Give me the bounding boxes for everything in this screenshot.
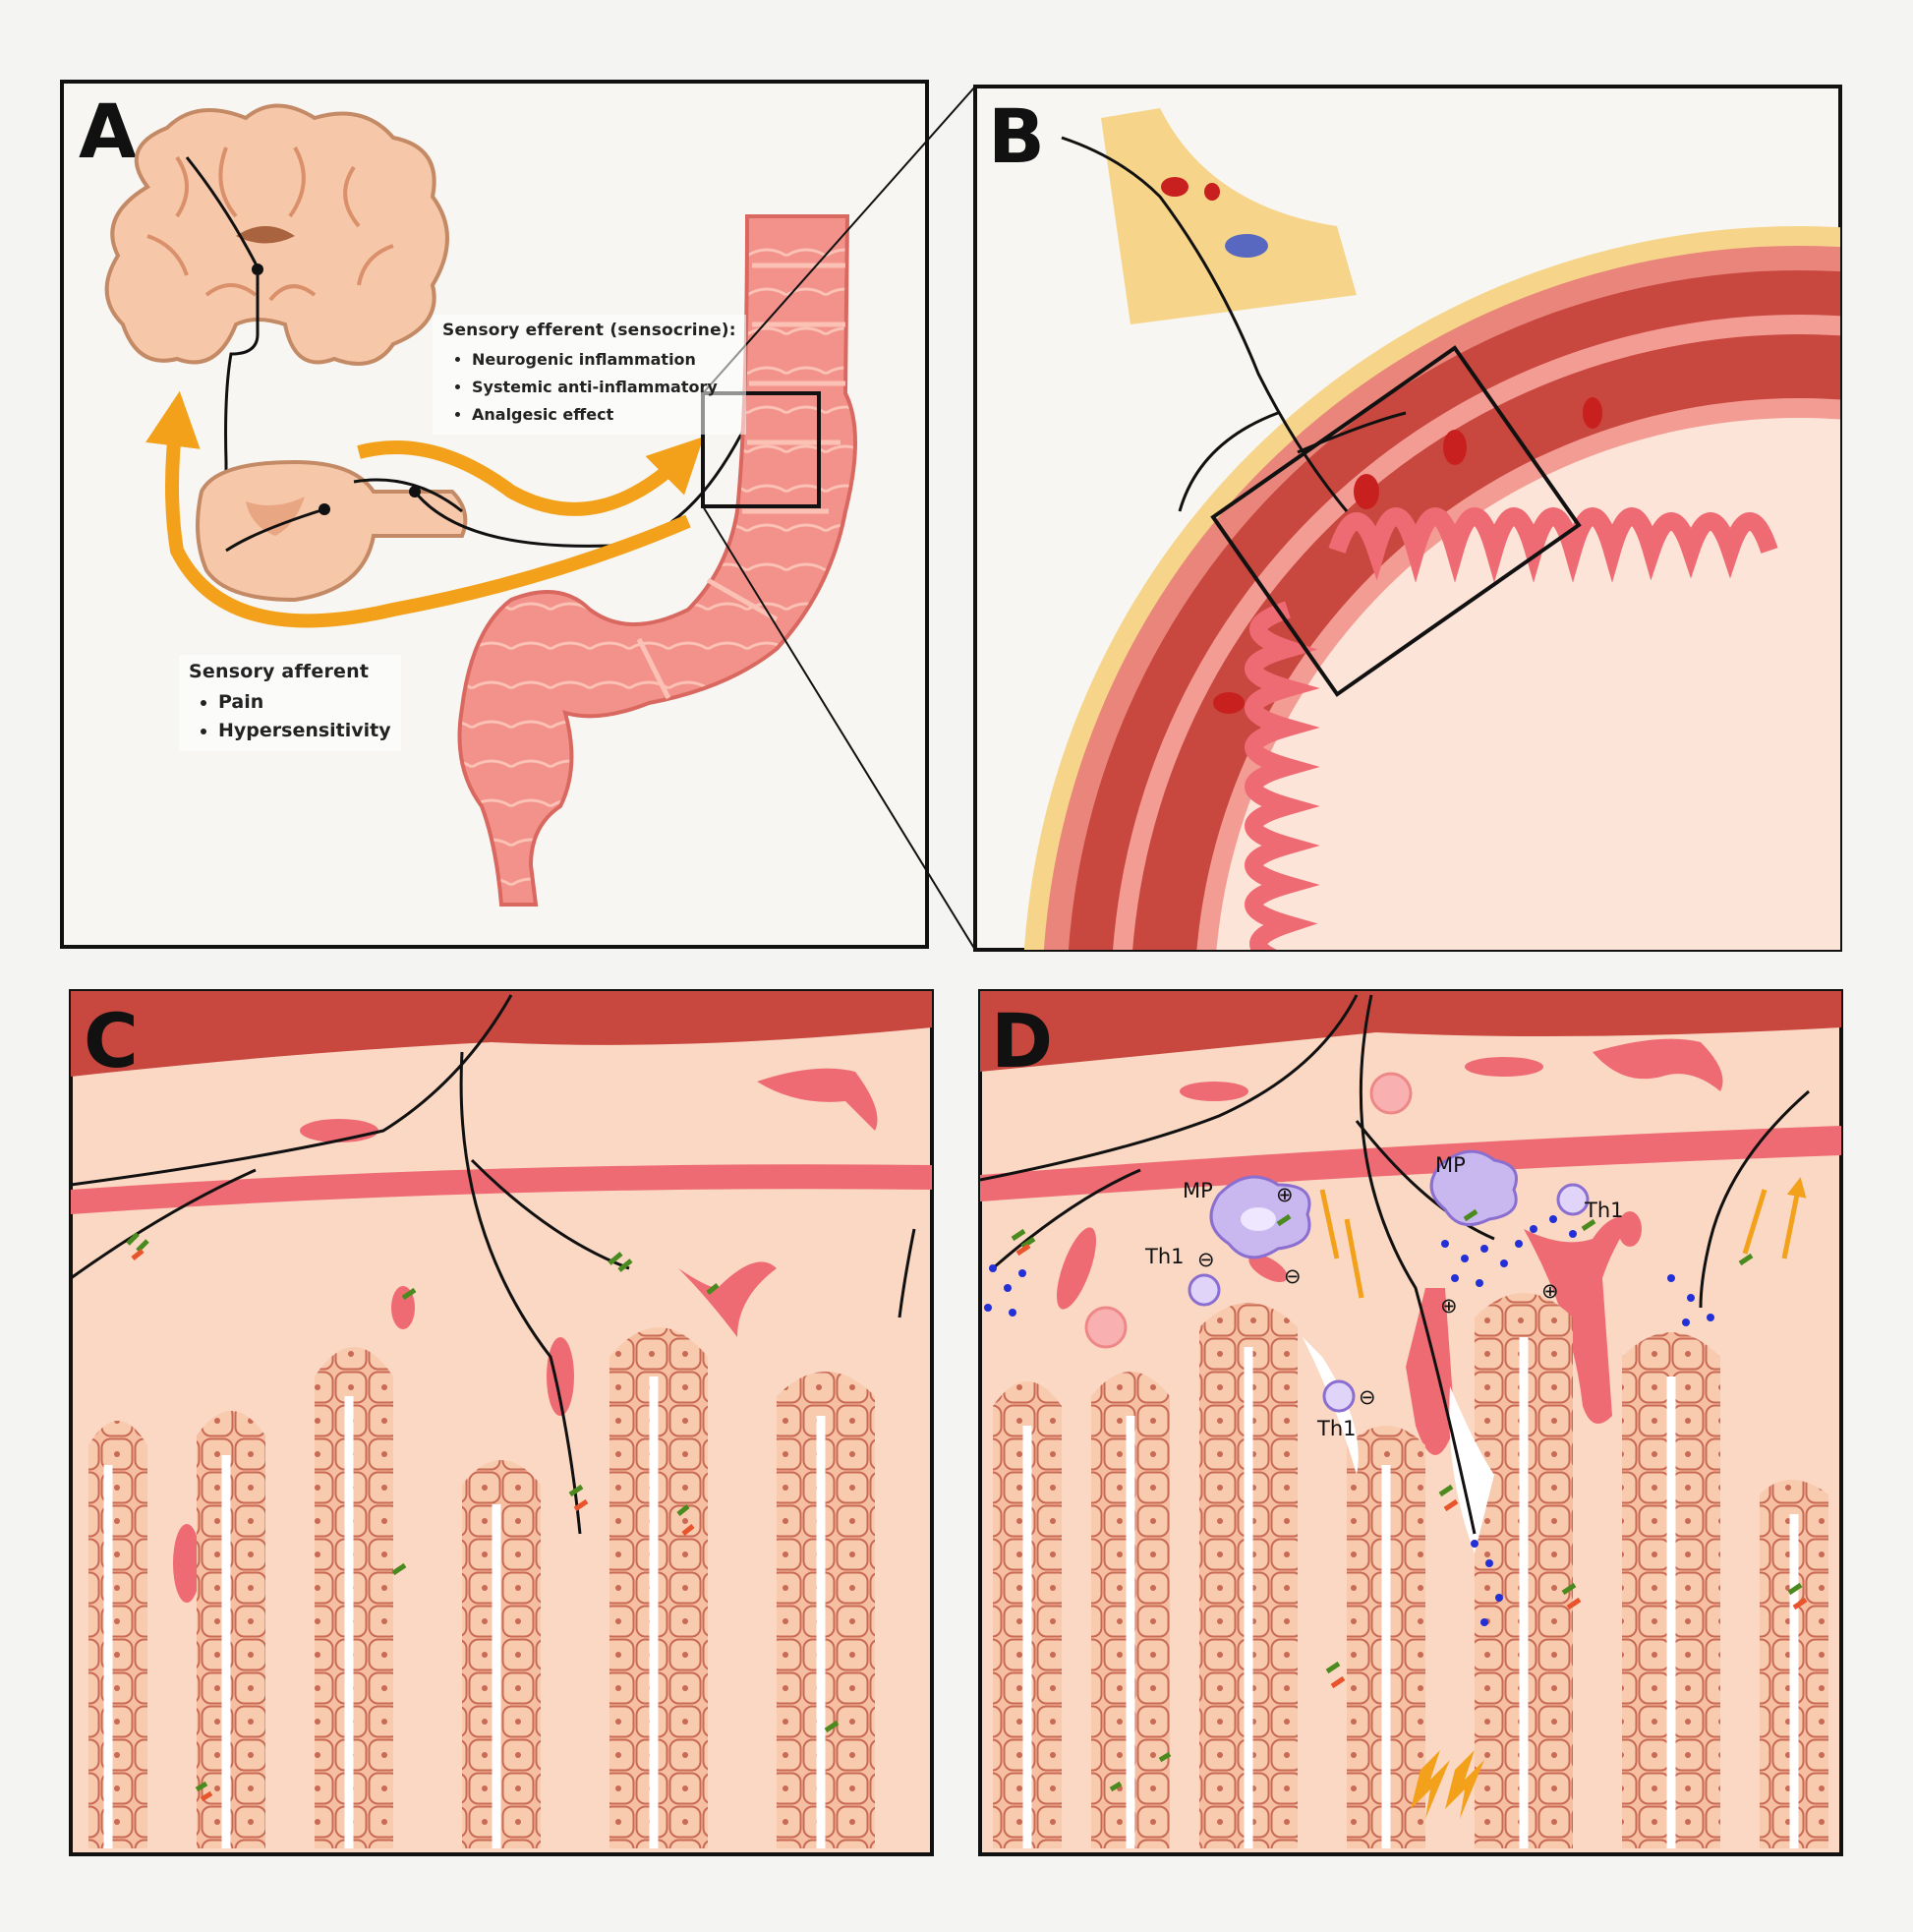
efferent-item: Neurogenic inflammation [472,346,736,374]
colon-zoom-box [701,391,821,508]
immune-cells [1188,1149,1590,1413]
panel-a-letter: A [79,88,137,175]
th1-label-upper-left: Th1 [1144,1245,1185,1268]
brain-illustration [104,103,449,551]
minus-sign-th1-upper-left: ⊖ [1197,1248,1215,1271]
efferent-arrow [357,437,704,516]
afferent-arrow [145,390,691,628]
minus-sign-mp-left: ⊖ [1284,1264,1302,1288]
mp-label-left: MP [1183,1179,1213,1202]
inflamed-mucosa [980,991,1841,1848]
mediator-dots [984,1215,1714,1626]
plus-sign-vessel-right: ⊕ [1541,1279,1559,1303]
panel-b-letter: B [988,92,1045,180]
colon-illustration [457,214,857,907]
pain-bolt [1411,1750,1484,1819]
afferent-list: Pain Hypersensitivity [189,688,391,745]
villi-zoom-box [1210,345,1582,697]
afferent-item: Hypersensitivity [218,717,391,745]
panel-c-letter: C [84,997,139,1084]
efferent-note: Sensory efferent (sensocrine): Neurogeni… [433,315,746,435]
healthy-mucosa [71,991,932,1848]
minus-sign-th1-mid: ⊖ [1359,1385,1376,1409]
colon-cross-section [1023,108,1840,950]
plus-sign-mp-left: ⊕ [1276,1183,1294,1206]
afferent-note: Sensory afferent Pain Hypersensitivity [179,655,401,751]
activity-arrows [1319,1185,1799,1299]
efferent-item: Analgesic effect [472,401,736,429]
panel-d-letter: D [991,997,1053,1084]
efferent-title: Sensory efferent (sensocrine): [442,321,736,340]
efferent-list: Neurogenic inflammation Systemic anti-in… [442,346,736,429]
afferent-item: Pain [218,688,391,717]
mp-label-right: MP [1435,1153,1466,1177]
th1-label-right: Th1 [1584,1199,1624,1222]
efferent-item: Systemic anti-inflammatory [472,374,736,401]
plus-sign-vessel-left: ⊕ [1440,1294,1458,1317]
afferent-title: Sensory afferent [189,661,370,682]
th1-label-mid: Th1 [1316,1417,1357,1440]
